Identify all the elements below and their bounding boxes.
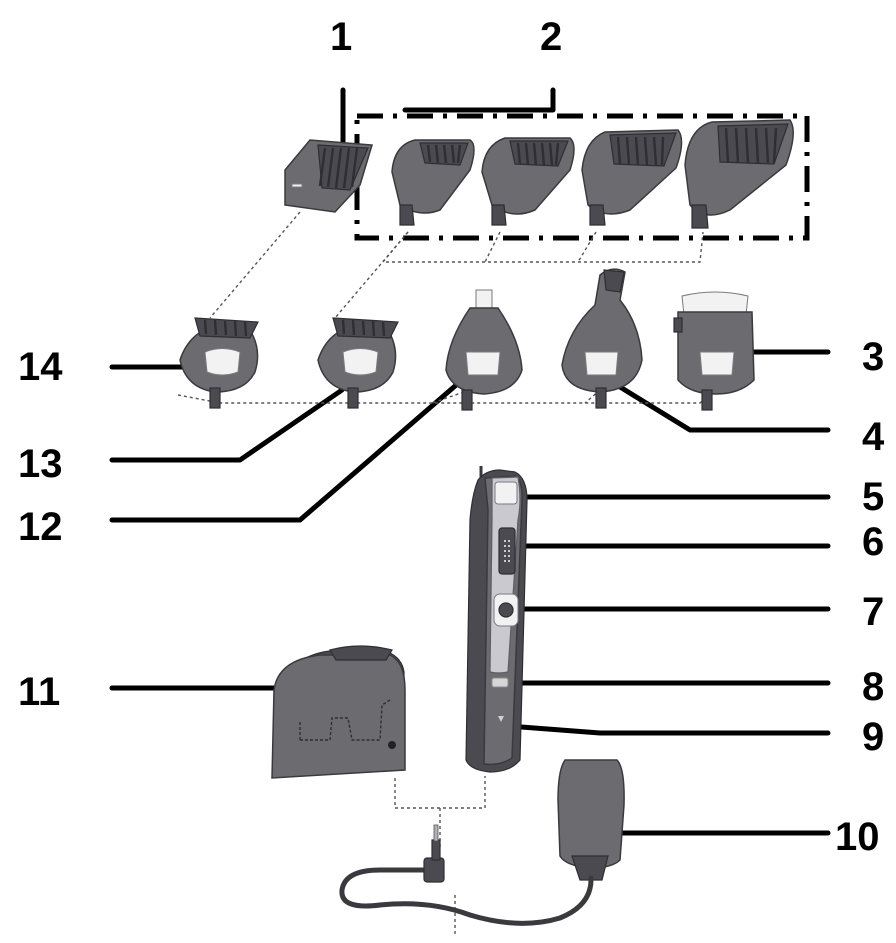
detail-trimmer-head-4 xyxy=(561,268,643,409)
label-8: 8 xyxy=(862,665,884,709)
comb-attachment-2 xyxy=(481,137,575,226)
charging-stand-11 xyxy=(271,645,406,779)
dotted-group-link-top xyxy=(381,231,704,263)
label-9: 9 xyxy=(862,715,884,759)
dotted-link-2-13 xyxy=(334,231,409,319)
label-14: 14 xyxy=(18,345,63,389)
leader-13 xyxy=(109,387,345,463)
label-11: 11 xyxy=(18,670,60,714)
comb-attachment-3 xyxy=(581,129,683,226)
label-5: 5 xyxy=(862,475,884,519)
label-3: 3 xyxy=(862,335,884,379)
dotted-link-1-14 xyxy=(209,211,301,319)
nose-trimmer-head-12 xyxy=(445,289,523,411)
leader-9 xyxy=(505,723,831,736)
adaptor-jack-mark xyxy=(498,716,504,722)
comb-attachment-4 xyxy=(684,119,794,229)
label-4: 4 xyxy=(862,415,885,459)
leader-12 xyxy=(109,377,465,523)
main-unit-handle xyxy=(465,466,528,773)
leader-2-stem xyxy=(402,87,556,113)
label-10: 10 xyxy=(835,815,880,859)
leader-2-group-box xyxy=(354,113,810,241)
trimmer-head-13 xyxy=(317,317,399,409)
comb-attachment-1 xyxy=(391,139,475,226)
label-6: 6 xyxy=(862,520,884,564)
charge-indicator-lamp xyxy=(491,677,509,688)
label-12: 12 xyxy=(18,505,63,549)
ac-adaptor-10 xyxy=(339,759,625,926)
label-7: 7 xyxy=(862,590,884,634)
switch-lock-button xyxy=(498,527,516,575)
dotted-link-comb3 xyxy=(577,231,597,263)
fine-comb-attachment xyxy=(284,139,373,213)
shaver-head-3 xyxy=(673,291,755,411)
power-button xyxy=(498,602,514,618)
label-2: 2 xyxy=(540,15,562,59)
trimmer-head-14 xyxy=(179,317,259,409)
label-1: 1 xyxy=(330,15,352,59)
dotted-stand-link xyxy=(394,776,486,809)
head-release-area xyxy=(494,481,518,505)
leader-4 xyxy=(609,379,831,433)
label-13: 13 xyxy=(18,442,63,486)
